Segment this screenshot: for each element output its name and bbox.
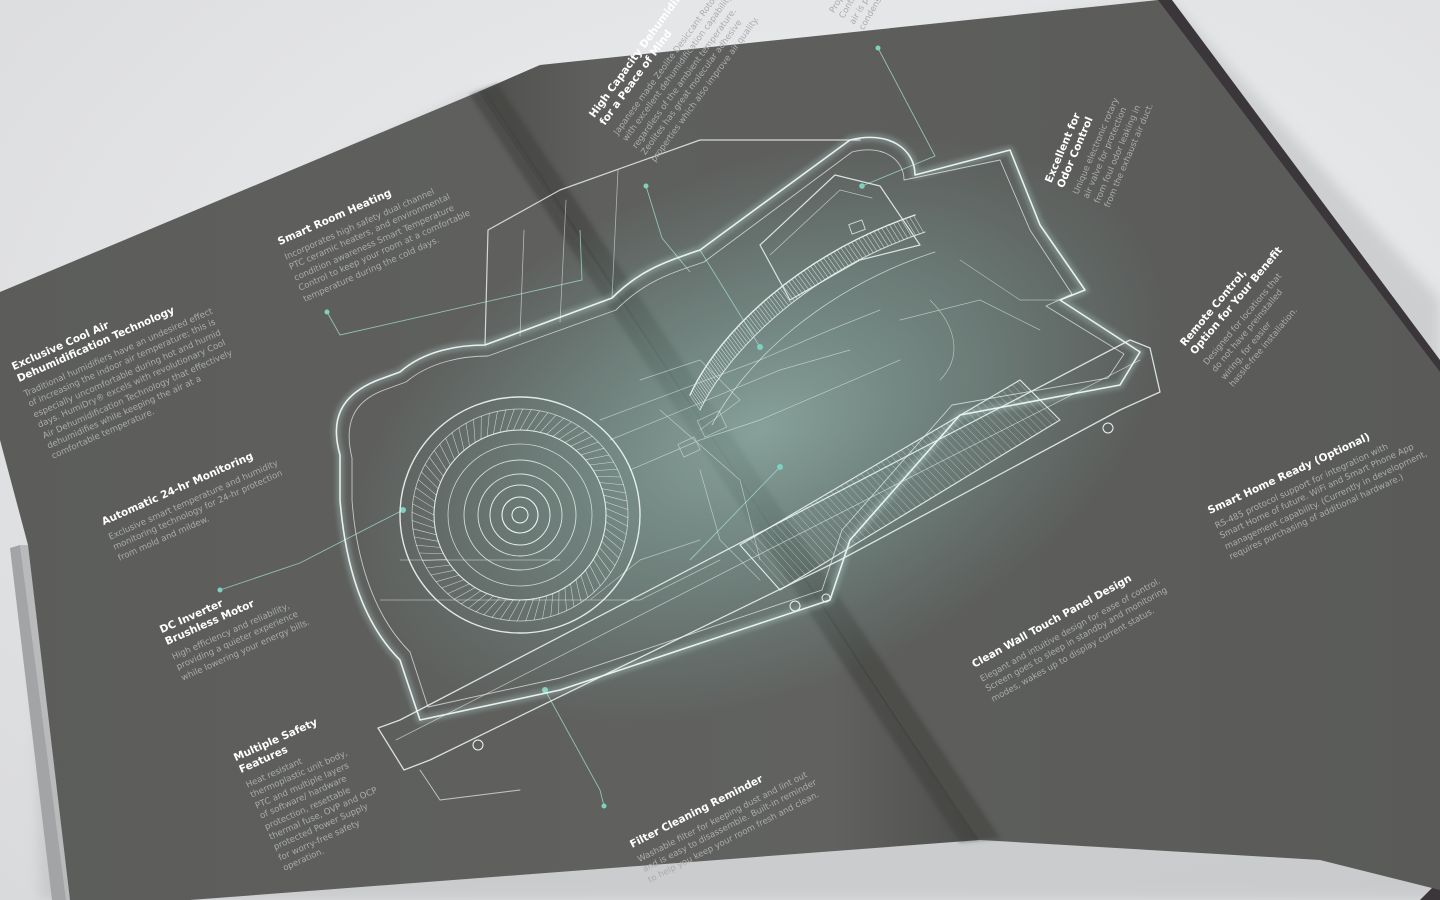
desiccant-rotor [689,214,936,426]
dehumidifier-wireframe [332,133,1161,801]
fan-assembly [399,396,641,634]
heat-exchanger [739,379,1061,591]
page-stack-edge-2 [10,545,66,900]
schematic-glow [353,135,1167,725]
